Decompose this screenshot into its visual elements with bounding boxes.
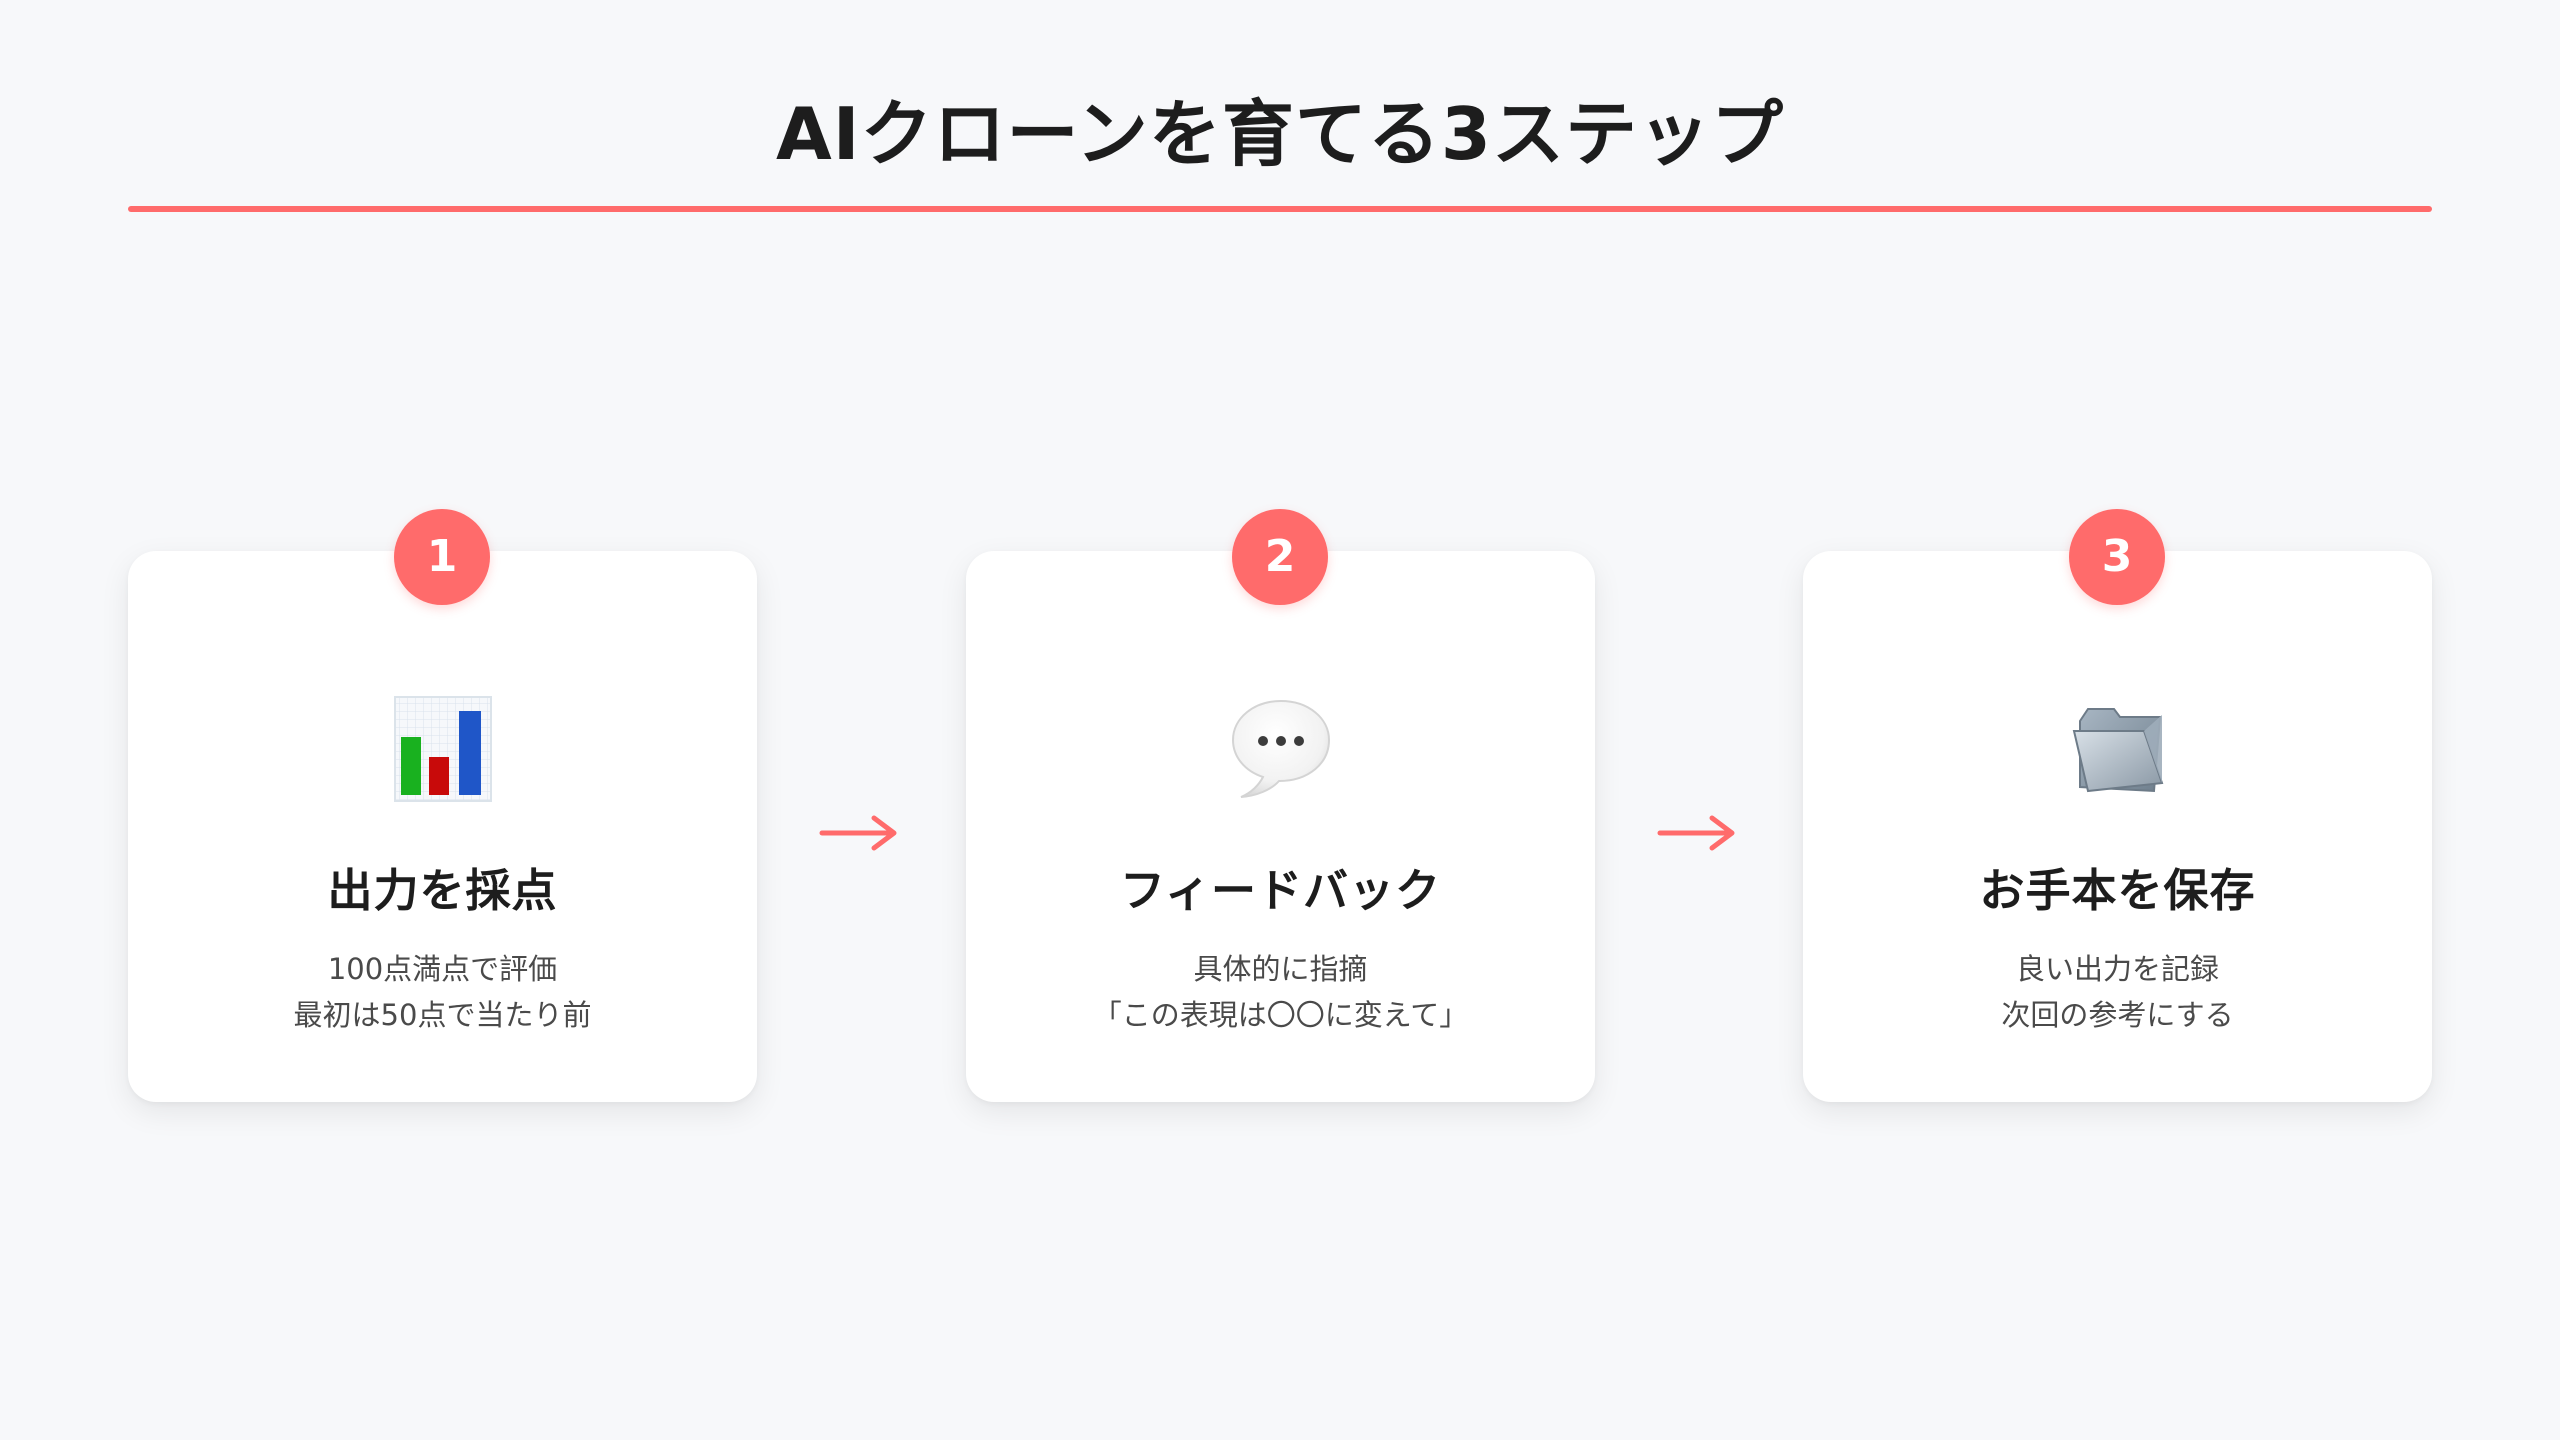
right-arrow-icon: [1656, 808, 1742, 858]
step-card-1: 1 出力を採点 100点満点で評価 最初は50点で当たり前: [128, 509, 757, 1102]
folder-icon: [1803, 687, 2432, 807]
step-description-line-1: 具体的に指摘: [1193, 952, 1368, 986]
step-card-2: 2 フィードバック 具体的に指摘 「この表現は〇〇に変えて」: [966, 509, 1595, 1102]
step-description-line-2: 「この表現は〇〇に変えて」: [1092, 998, 1469, 1032]
step-number-badge: 3: [2069, 509, 2165, 605]
page-title: AIクローンを育てる3ステップ: [775, 92, 1784, 176]
step-title: お手本を保存: [1979, 864, 2256, 917]
step-title: フィードバック: [1119, 864, 1442, 917]
title-underline: [128, 206, 2432, 212]
step-description-line-2: 最初は50点で当たり前: [293, 998, 592, 1032]
step-description-line-2: 次回の参考にする: [2001, 998, 2234, 1032]
step-card-3: 3 お手本を保存 良い出力を記録 次回の参考にする: [1803, 509, 2432, 1102]
speech-balloon-icon: [966, 687, 1595, 807]
step-description-line-1: 100点満点で評価: [327, 952, 558, 986]
right-arrow-icon: [818, 808, 904, 858]
step-title: 出力を採点: [327, 864, 558, 917]
step-number-badge: 1: [394, 509, 490, 605]
bar-chart-icon: [128, 687, 757, 807]
step-description-line-1: 良い出力を記録: [2015, 952, 2219, 986]
step-number-badge: 2: [1232, 509, 1328, 605]
